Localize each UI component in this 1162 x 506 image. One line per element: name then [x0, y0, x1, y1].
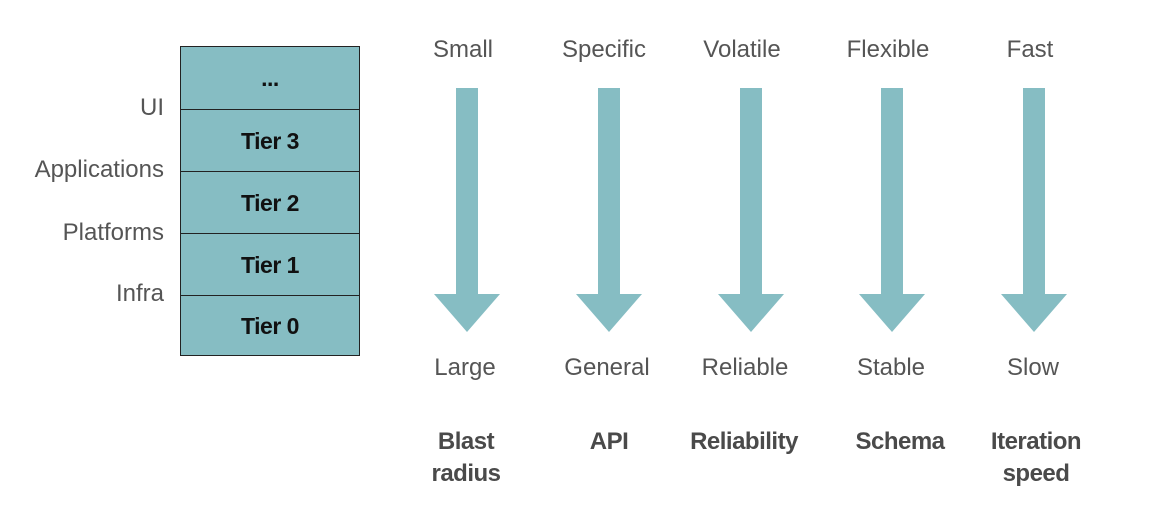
arrow-shape	[859, 88, 925, 332]
api-bottom-label: General	[564, 354, 650, 381]
blast-radius-bottom-label: Large	[434, 354, 496, 381]
blast-radius-title: Blast radius	[431, 428, 501, 487]
schema-arrow	[859, 88, 925, 332]
schema-bottom-label: Stable	[856, 354, 926, 381]
reliability-top-label: Volatile	[703, 36, 781, 63]
iteration-speed-arrow	[1001, 88, 1067, 332]
layer-label-applications: Applications	[34, 156, 164, 183]
reliability-arrow	[718, 88, 784, 332]
layer-label-platforms: Platforms	[62, 219, 164, 246]
iteration-speed-top-label: Fast	[1006, 36, 1054, 63]
tier-0: Tier 0	[181, 295, 359, 356]
tier-3: Tier 3	[181, 109, 359, 172]
schema-top-label: Flexible	[846, 36, 930, 63]
tier-ellipsis: ...	[261, 64, 279, 91]
tier-2: Tier 2	[181, 171, 359, 234]
api-top-label: Specific	[561, 36, 647, 63]
reliability-title: Reliability	[690, 428, 798, 455]
arrow-shape	[434, 88, 500, 332]
blast-radius-top-label: Small	[432, 36, 493, 63]
layer-label-ui: UI	[140, 94, 164, 121]
schema-title: Schema	[855, 428, 945, 455]
api-title: API	[589, 428, 629, 455]
arrow-shape	[718, 88, 784, 332]
layer-label-infra: Infra	[115, 280, 164, 307]
tier-1: Tier 1	[181, 233, 359, 296]
api-arrow	[576, 88, 642, 332]
arrow-shape	[1001, 88, 1067, 332]
blast-radius-arrow	[434, 88, 500, 332]
iteration-speed-bottom-label: Slow	[1006, 354, 1060, 381]
iteration-speed-title: Iteration speed	[990, 428, 1082, 487]
reliability-bottom-label: Reliable	[701, 354, 789, 381]
tier-stack: ... Tier 3 Tier 2 Tier 1 Tier 0	[180, 46, 360, 356]
arrow-shape	[576, 88, 642, 332]
